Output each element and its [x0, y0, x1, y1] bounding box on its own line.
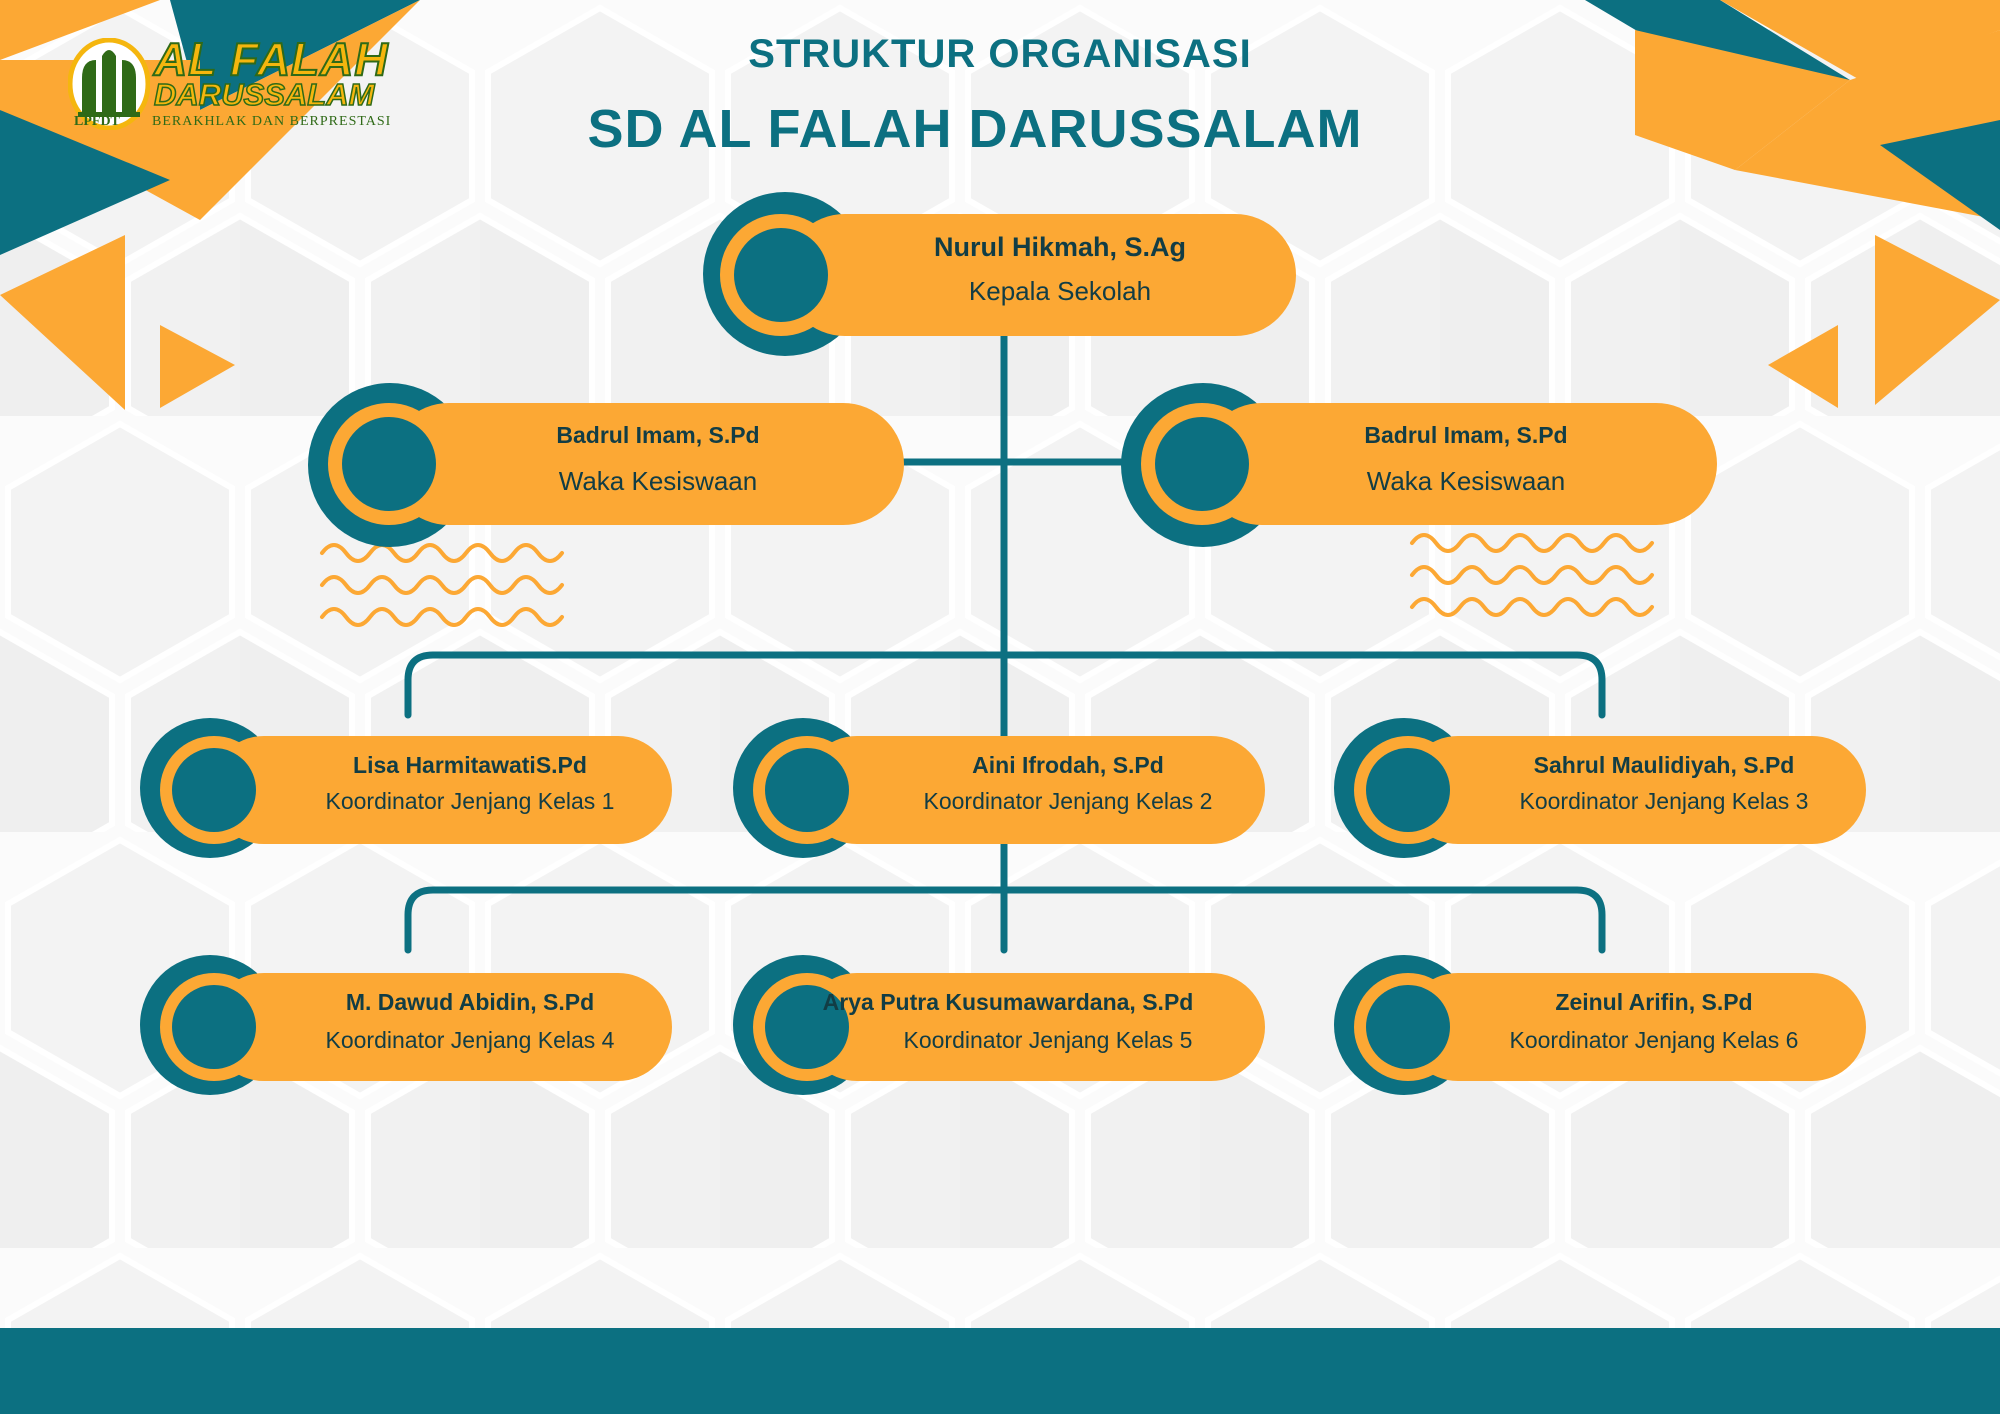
node-name: Arya Putra Kusumawardana, S.Pd: [822, 989, 1194, 1015]
node-vice-right: Badrul Imam, S.Pd Waka Kesiswaan: [1121, 382, 1721, 552]
mosque-emblem-icon: [68, 38, 150, 130]
node-head: Nurul Hikmah, S.Ag Kepala Sekolah: [700, 192, 1300, 360]
side-triangle: [0, 235, 125, 410]
node-role: Koordinator Jenjang Kelas 3: [1519, 788, 1809, 814]
logo-line2: DARUSSALAM: [153, 77, 375, 113]
node-kelas-5: Arya Putra Kusumawardana, S.Pd Koordinat…: [733, 955, 1268, 1095]
logo-org: LPFDT: [74, 114, 120, 129]
corner-triangle: [0, 0, 160, 60]
node-name: Nurul Hikmah, S.Ag: [933, 232, 1187, 262]
corner-shape: [1635, 30, 1850, 170]
footer-band: [0, 1328, 2000, 1414]
node-kelas-2: Aini Ifrodah, S.Pd Koordinator Jenjang K…: [733, 718, 1268, 858]
node-name: Zeinul Arifin, S.Pd: [1555, 989, 1753, 1015]
node-name: Badrul Imam, S.Pd: [556, 422, 760, 448]
node-role: Koordinator Jenjang Kelas 5: [903, 1027, 1193, 1053]
corner-triangle: [1880, 120, 2000, 230]
logo-tagline: BERAKHLAK DAN BERPRESTASI: [152, 114, 392, 129]
row2-connector: [404, 886, 1606, 954]
node-kelas-4: M. Dawud Abidin, S.Pd Koordinator Jenjan…: [140, 955, 675, 1095]
node-name: Sahrul Maulidiyah, S.Pd: [1533, 752, 1795, 778]
node-role: Koordinator Jenjang Kelas 6: [1509, 1027, 1799, 1053]
node-role: Waka Kesiswaan: [558, 466, 758, 496]
logo-line1: AL FALAH: [153, 33, 389, 85]
node-kelas-1: Lisa HarmitawatiS.Pd Koordinator Jenjang…: [140, 718, 675, 858]
node-kelas-3: Sahrul Maulidiyah, S.Pd Koordinator Jenj…: [1334, 718, 1869, 858]
wave-decoration-left: [320, 543, 564, 627]
node-role: Koordinator Jenjang Kelas 1: [325, 788, 615, 814]
corner-triangle: [200, 0, 420, 220]
chart-subtitle: SD AL FALAH DARUSSALAM: [587, 99, 1363, 159]
node-name: Badrul Imam, S.Pd: [1364, 422, 1568, 448]
side-triangle: [160, 325, 235, 408]
corner-shape: [1720, 0, 2000, 80]
node-role: Koordinator Jenjang Kelas 2: [923, 788, 1213, 814]
corner-shape: [1585, 0, 1850, 80]
chart-title: STRUKTUR ORGANISASI: [748, 32, 1252, 76]
corner-triangle: [0, 110, 170, 255]
node-role: Kepala Sekolah: [968, 276, 1152, 306]
school-logo: AL FALAH DARUSSALAM LPFDT BERAKHLAK DAN …: [68, 33, 392, 134]
node-vice-left: Badrul Imam, S.Pd Waka Kesiswaan: [308, 382, 908, 552]
corner-triangle: [170, 0, 420, 110]
node-name: Aini Ifrodah, S.Pd: [972, 752, 1164, 778]
node-kelas-6: Zeinul Arifin, S.Pd Koordinator Jenjang …: [1334, 955, 1869, 1095]
node-name: M. Dawud Abidin, S.Pd: [345, 989, 595, 1015]
node-role: Koordinator Jenjang Kelas 4: [325, 1027, 615, 1053]
side-triangle: [1768, 325, 1838, 408]
node-name: Lisa HarmitawatiS.Pd: [353, 752, 587, 778]
side-triangle: [1875, 235, 2000, 405]
wave-decoration-right: [1410, 533, 1654, 617]
row1-connector: [404, 651, 1606, 719]
node-role: Waka Kesiswaan: [1366, 466, 1566, 496]
connector-lines: [404, 331, 1606, 954]
